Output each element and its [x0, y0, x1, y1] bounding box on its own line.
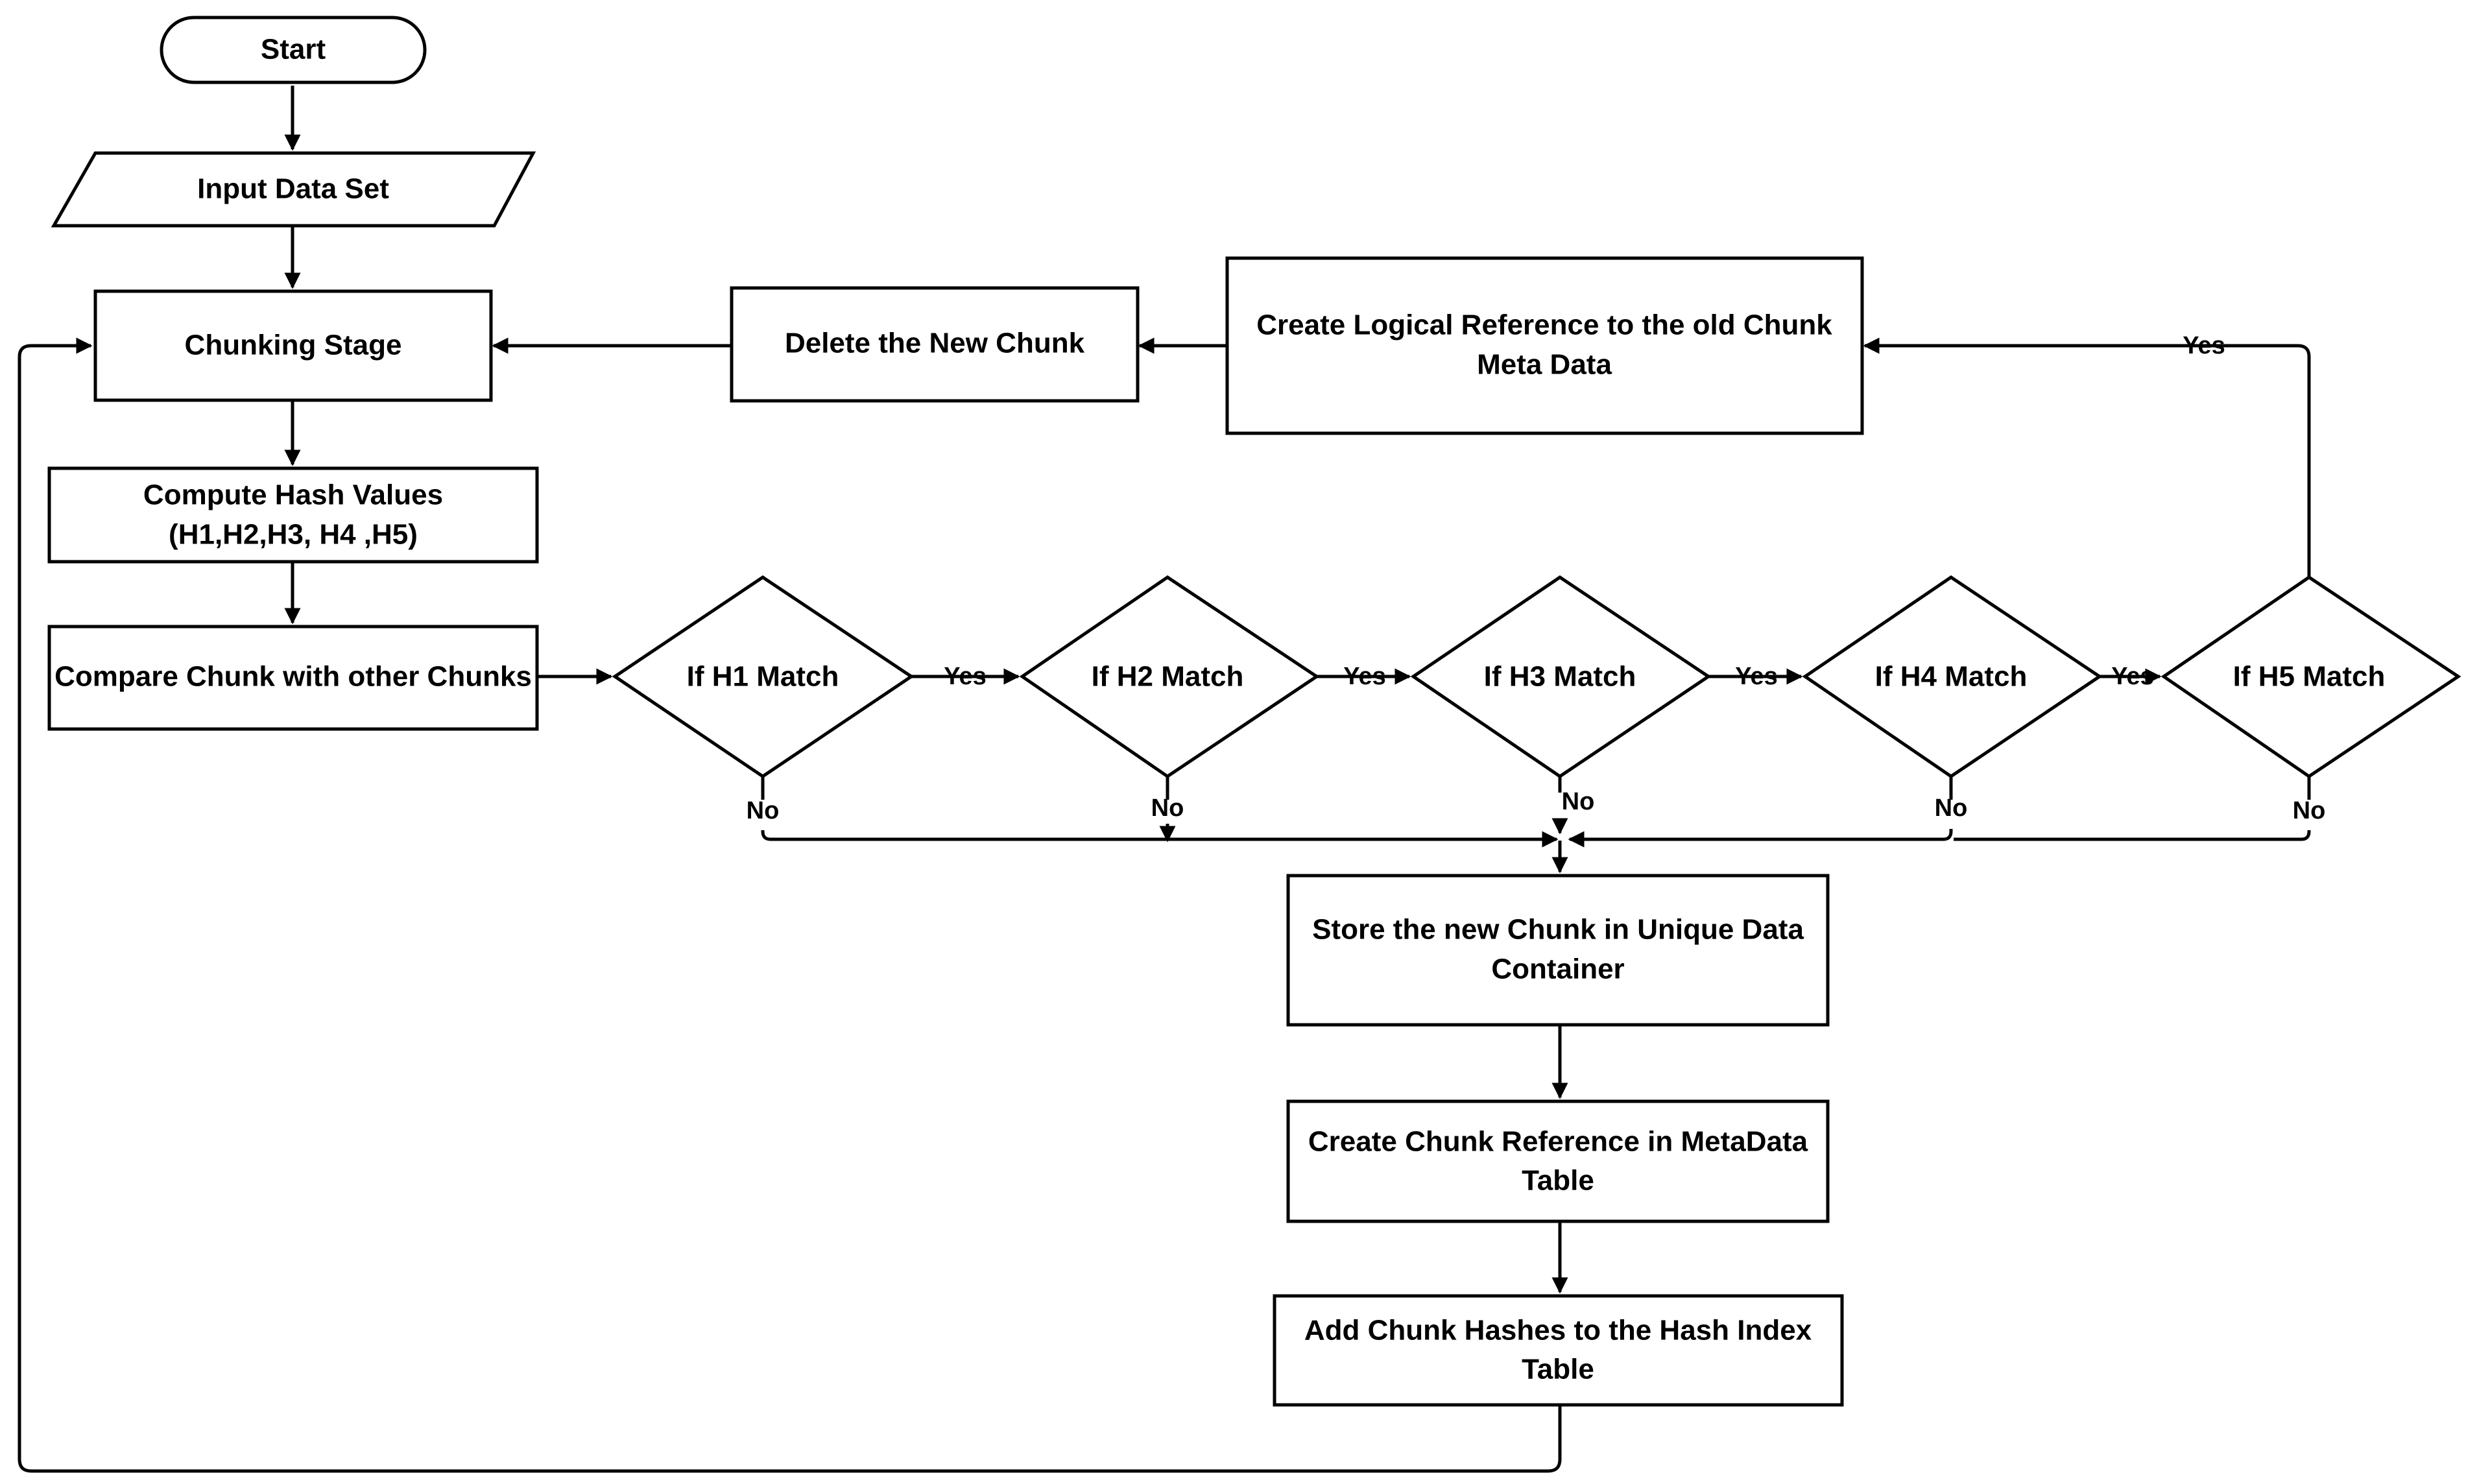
compute-hash-node: Compute Hash Values (H1,H2,H3, H4 ,H5)	[47, 466, 539, 564]
edge-label-h1-yes: Yes	[944, 663, 987, 690]
decision-h1: If H1 Match	[612, 575, 915, 779]
edge-label-h3-no: No	[1562, 788, 1595, 815]
decision-h3: If H3 Match	[1410, 575, 1712, 779]
edge-label-h3-yes: Yes	[1735, 663, 1778, 690]
metadata-reference-label-1: Create Chunk Reference in MetaData	[1308, 1126, 1808, 1158]
decision-h4: If H4 Match	[1802, 575, 2103, 779]
edge-h5-no	[1954, 776, 2311, 841]
edge-label-h5-yes: Yes	[2183, 332, 2225, 359]
decision-h4-label: If H4 Match	[1875, 661, 2028, 693]
edge-label-h4-yes: Yes	[2111, 663, 2154, 690]
edge-label-h2-yes: Yes	[1343, 663, 1386, 690]
edge-label-h5-no: No	[2293, 797, 2326, 824]
delete-chunk-label: Delete the New Chunk	[785, 328, 1085, 359]
decision-h3-label: If H3 Match	[1484, 661, 1636, 693]
edge-h5-logical	[1863, 337, 2311, 577]
edges	[18, 86, 2311, 1473]
decision-h2-label: If H2 Match	[1092, 661, 1244, 693]
input-data-node: Input Data Set	[51, 151, 536, 228]
metadata-reference-label-2: Table	[1522, 1165, 1594, 1197]
store-chunk-label-2: Container	[1491, 953, 1624, 985]
edge-loop-back	[18, 337, 1562, 1473]
edge-labels: Yes Yes Yes Yes Yes No No No No No	[747, 332, 2326, 824]
decision-h1-label: If H1 Match	[687, 661, 839, 693]
metadata-reference-node: Create Chunk Reference in MetaData Table	[1286, 1099, 1830, 1223]
delete-chunk-node: Delete the New Chunk	[730, 286, 1140, 403]
logical-reference-node: Create Logical Reference to the old Chun…	[1225, 256, 1864, 435]
decision-h5: If H5 Match	[2161, 575, 2461, 779]
input-data-label: Input Data Set	[197, 173, 389, 205]
edge-label-h2-no: No	[1151, 795, 1184, 822]
start-label: Start	[261, 34, 326, 66]
decision-h2: If H2 Match	[1019, 575, 1320, 779]
compute-hash-label-2: (H1,H2,H3, H4 ,H5)	[169, 519, 418, 551]
chunking-stage-node: Chunking Stage	[93, 289, 493, 402]
compare-chunk-node: Compare Chunk with other Chunks	[47, 625, 539, 731]
compare-chunk-label: Compare Chunk with other Chunks	[54, 661, 532, 693]
logical-reference-label-1: Create Logical Reference to the old Chun…	[1256, 309, 1832, 341]
edge-h4-no	[1585, 776, 1953, 841]
edge-label-h1-no: No	[747, 797, 780, 824]
edge-label-h4-no: No	[1935, 795, 1968, 822]
compute-hash-label-1: Compute Hash Values	[143, 479, 443, 511]
store-chunk-node: Store the new Chunk in Unique Data Conta…	[1286, 874, 1830, 1027]
edge-h1-no	[761, 776, 1544, 841]
logical-reference-label-2: Meta Data	[1477, 349, 1612, 381]
store-chunk-label-1: Store the new Chunk in Unique Data	[1312, 914, 1804, 946]
hash-index-label-1: Add Chunk Hashes to the Hash Index	[1304, 1315, 1812, 1346]
hash-index-label-2: Table	[1522, 1354, 1594, 1385]
decision-h5-label: If H5 Match	[2233, 661, 2386, 693]
start-node: Start	[160, 16, 427, 84]
hash-index-node: Add Chunk Hashes to the Hash Index Table	[1273, 1294, 1844, 1407]
chunking-stage-label: Chunking Stage	[185, 329, 402, 361]
